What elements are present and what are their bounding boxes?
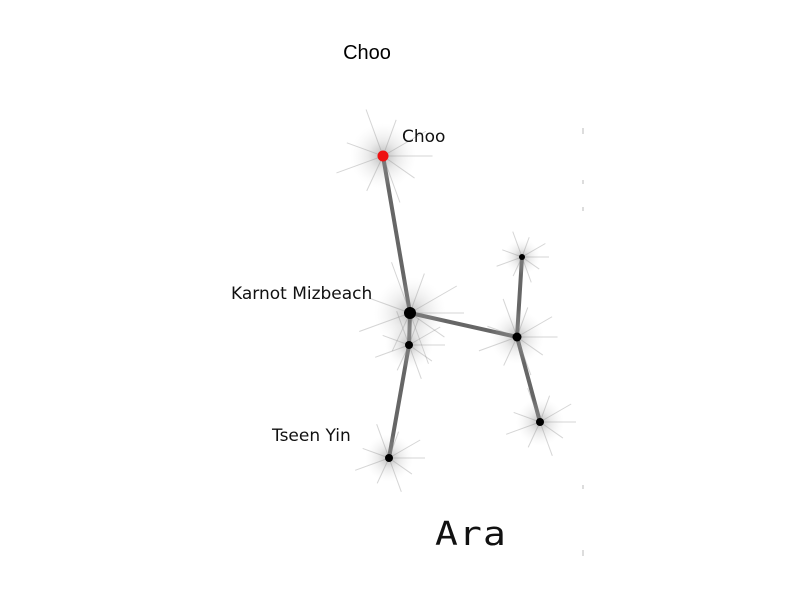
star-tseen-yin bbox=[355, 424, 425, 492]
star-label-karnot-mizbeach: Karnot Mizbeach bbox=[231, 284, 373, 304]
star-star-right-bottom bbox=[506, 388, 576, 456]
star-label-choo: Choo bbox=[402, 127, 446, 147]
star-star-mid-left bbox=[375, 311, 445, 379]
star-star-right-top bbox=[496, 231, 549, 283]
star-choo bbox=[336, 109, 433, 203]
star-star-right-mid bbox=[478, 298, 558, 376]
star-label-tseen-yin: Tseen Yin bbox=[272, 426, 351, 446]
page-title: Choo bbox=[343, 42, 391, 64]
constellation-name: Ara bbox=[435, 514, 508, 553]
